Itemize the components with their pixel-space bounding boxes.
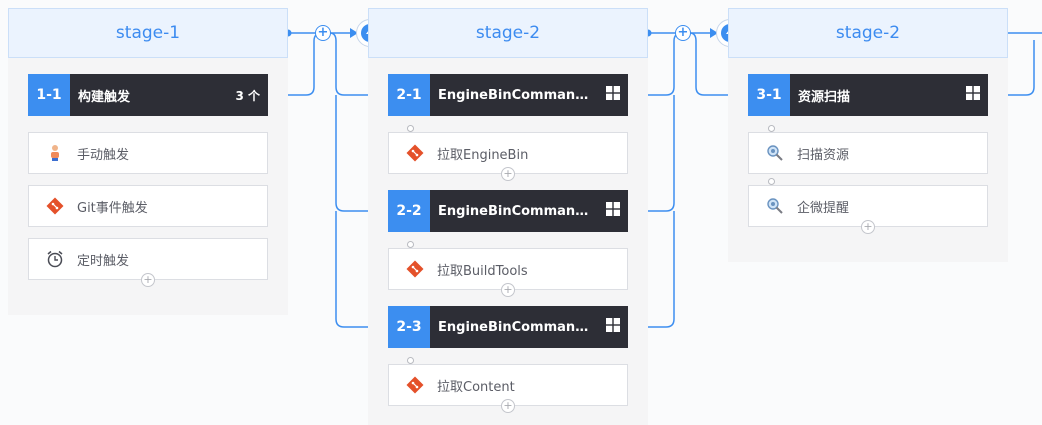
connector-dot — [407, 241, 414, 248]
windows-icon — [606, 318, 620, 336]
job-name-bar: EngineBinCommandlet — [430, 190, 628, 232]
add-stage-button[interactable]: + — [675, 25, 691, 41]
job-2-2[interactable]: 2-2 EngineBinCommandlet — [388, 190, 628, 232]
stage-header-1[interactable]: stage-1 — [8, 8, 288, 58]
add-task-button[interactable]: + — [141, 273, 155, 287]
windows-icon — [606, 202, 620, 220]
stage-title: stage-2 — [475, 23, 541, 43]
job-name-bar: 资源扫描 — [790, 74, 988, 116]
connector-dot — [407, 125, 414, 132]
job-name: EngineBinCommandlet — [438, 319, 590, 335]
connector-dot — [407, 357, 414, 364]
alarm-clock-icon — [45, 249, 65, 269]
task-git-event-trigger[interactable]: Git事件触发 — [28, 185, 268, 227]
job-id: 3-1 — [748, 74, 790, 116]
task-label: 拉取BuildTools — [437, 263, 528, 279]
add-task-button[interactable]: + — [501, 283, 515, 297]
windows-icon — [606, 86, 620, 104]
job-name-bar: EngineBinCommandlet — [430, 306, 628, 348]
stage-header-2[interactable]: stage-2 — [368, 8, 648, 58]
add-task-button[interactable]: + — [501, 399, 515, 413]
job-id: 1-1 — [28, 74, 70, 116]
task-label: 扫描资源 — [797, 147, 850, 163]
job-id: 2-1 — [388, 74, 430, 116]
task-label: 拉取EngineBin — [437, 147, 529, 163]
gear-search-icon — [765, 196, 785, 216]
gear-search-icon — [765, 143, 785, 163]
task-label: 企微提醒 — [797, 200, 850, 216]
git-icon — [405, 259, 425, 279]
job-id: 2-3 — [388, 306, 430, 348]
stage-title: stage-2 — [835, 23, 901, 43]
job-id: 2-2 — [388, 190, 430, 232]
task-label: 手动触发 — [77, 147, 130, 163]
stage-header-3[interactable]: stage-2 — [728, 8, 1008, 58]
task-label: Git事件触发 — [77, 200, 148, 216]
git-icon — [405, 375, 425, 395]
job-name: 构建触发 — [78, 89, 131, 105]
job-1-1[interactable]: 1-1 构建触发 3 个 — [28, 74, 268, 116]
task-pull-buildtools[interactable]: 拉取BuildTools — [388, 248, 628, 290]
job-name: EngineBinCommandlet — [438, 87, 590, 103]
job-2-1[interactable]: 2-1 EngineBinCommandlet — [388, 74, 628, 116]
task-scan-resources[interactable]: 扫描资源 — [748, 132, 988, 174]
job-3-1[interactable]: 3-1 资源扫描 — [748, 74, 988, 116]
stage-title: stage-1 — [115, 23, 181, 43]
git-icon — [405, 143, 425, 163]
job-name-bar: EngineBinCommandlet — [430, 74, 628, 116]
connector-dot — [768, 125, 775, 132]
trigger-count: 3 个 — [235, 88, 260, 103]
task-manual-trigger[interactable]: 手动触发 — [28, 132, 268, 174]
add-stage-button[interactable]: + — [315, 25, 331, 41]
job-2-3[interactable]: 2-3 EngineBinCommandlet — [388, 306, 628, 348]
job-name: 资源扫描 — [798, 89, 851, 105]
task-label: 定时触发 — [77, 253, 130, 269]
job-name-bar: 构建触发 3 个 — [70, 74, 268, 116]
windows-icon — [966, 86, 980, 104]
task-label: 拉取Content — [437, 379, 515, 395]
add-task-button[interactable]: + — [501, 167, 515, 181]
person-icon — [45, 143, 65, 163]
connector-dot — [768, 178, 775, 185]
add-task-button[interactable]: + — [861, 220, 875, 234]
job-name: EngineBinCommandlet — [438, 203, 590, 219]
git-icon — [45, 196, 65, 216]
